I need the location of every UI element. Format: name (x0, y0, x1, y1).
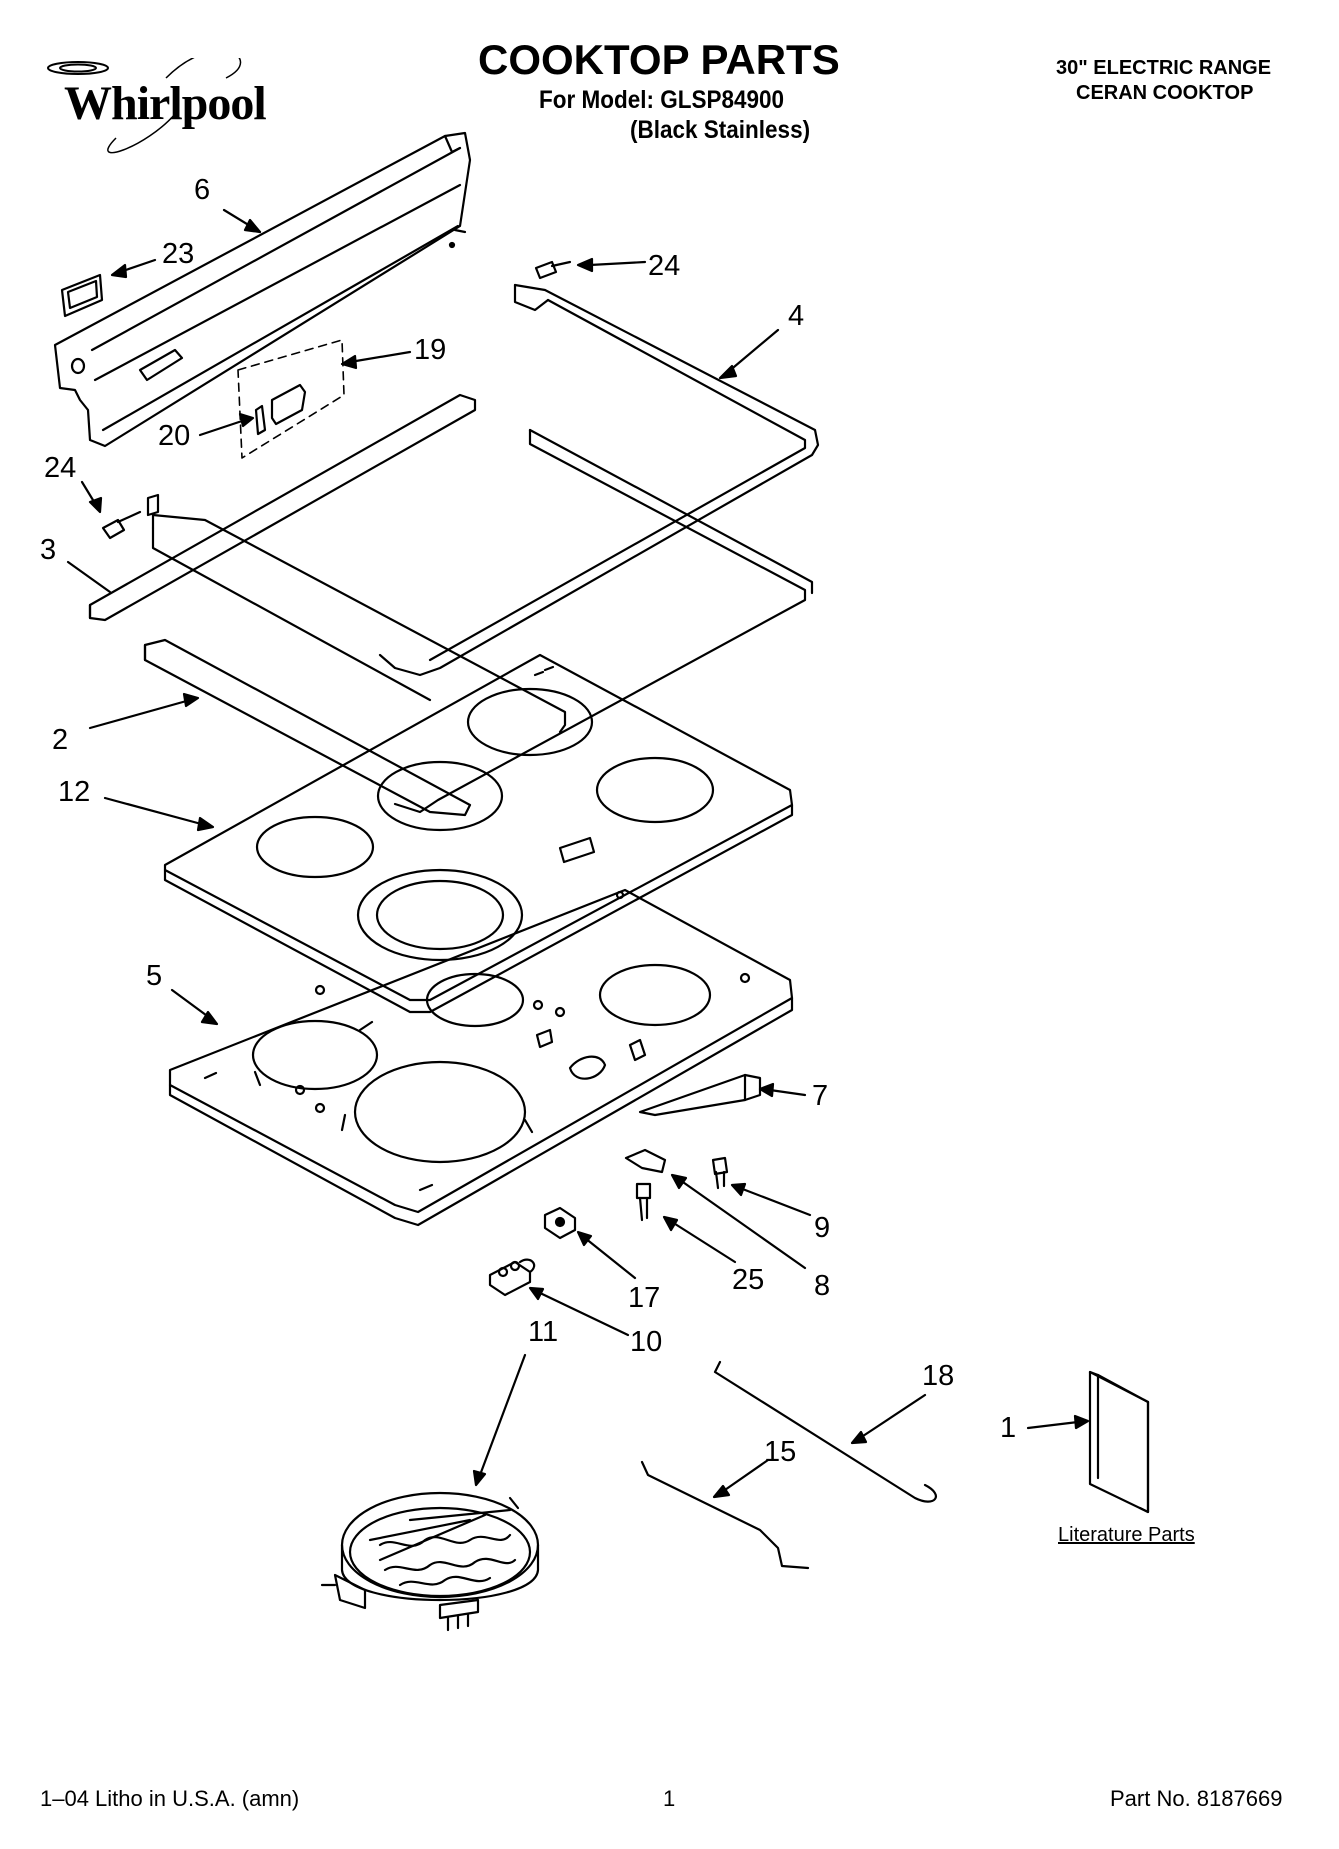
range-type: 30" ELECTRIC RANGE (1056, 57, 1272, 79)
brand-name: Whirlpool (64, 77, 267, 130)
callout-11: 11 (528, 1316, 559, 1348)
part-10-switch[interactable] (488, 1258, 536, 1297)
footer-page-number: 1 (663, 1786, 676, 1811)
callout-17: 17 (628, 1282, 661, 1314)
callout-3: 3 (40, 534, 57, 566)
part-25-screw[interactable] (635, 1182, 652, 1222)
callout-18: 18 (922, 1360, 955, 1392)
cooktop-type: CERAN COOKTOP (1076, 82, 1254, 104)
part-4-trim-frame[interactable] (378, 283, 820, 814)
part-17-nut[interactable] (543, 1206, 577, 1240)
part-19-20-inset[interactable] (237, 339, 345, 459)
callout-19: 19 (414, 334, 447, 366)
callout-1: 1 (1000, 1412, 1017, 1444)
callout-15: 15 (764, 1436, 797, 1468)
part-24-screw-upper[interactable] (534, 260, 572, 280)
swirl-logo-icon (47, 58, 242, 154)
callout-9: 9 (814, 1212, 831, 1244)
callout-leaders (66, 208, 1090, 1499)
part-2-front-trim[interactable] (143, 638, 472, 817)
part-24-screw-lower[interactable] (101, 493, 160, 540)
callout-20: 20 (158, 420, 191, 452)
part-18-wire[interactable] (713, 1360, 937, 1503)
part-1-literature[interactable] (1088, 1370, 1150, 1514)
model-number: For Model: GLSP84900 (539, 86, 785, 114)
part-15-wire[interactable] (640, 1460, 810, 1570)
callout-5: 5 (146, 960, 163, 992)
part-5-burner-box[interactable] (168, 888, 794, 1227)
callout-4: 4 (788, 300, 805, 332)
part-7-bracket[interactable] (638, 1073, 762, 1117)
part-23-label[interactable] (60, 273, 104, 318)
footer-litho: 1–04 Litho in U.S.A. (amn) (40, 1786, 300, 1811)
part-11-radiant-element[interactable] (320, 1491, 540, 1632)
whirlpool-logo: Whirlpool (26, 58, 267, 158)
footer-part-number: Part No. 8187669 (1110, 1786, 1283, 1811)
callout-8: 8 (814, 1270, 831, 1302)
callout-7: 7 (812, 1080, 829, 1112)
literature-parts-link[interactable]: Literature Parts (1058, 1524, 1195, 1546)
model-variant: (Black Stainless) (630, 116, 811, 144)
callout-23: 23 (162, 238, 195, 270)
part-8-clip[interactable] (624, 1148, 667, 1174)
callout-10: 10 (630, 1326, 663, 1358)
part-6-backguard[interactable] (53, 131, 472, 448)
callout-25: 25 (732, 1264, 765, 1296)
callout-24-upper: 24 (648, 250, 681, 282)
callout-2: 2 (52, 724, 69, 756)
part-3-side-trim[interactable] (88, 393, 477, 622)
part-12-glass-cooktop[interactable] (163, 653, 794, 1014)
callout-12: 12 (58, 776, 91, 808)
callout-24-lower: 24 (44, 452, 77, 484)
callout-6: 6 (194, 174, 211, 206)
part-3-side-frame[interactable] (151, 513, 567, 734)
page-title: COOKTOP PARTS (478, 36, 840, 83)
part-9-screw[interactable] (711, 1156, 729, 1190)
